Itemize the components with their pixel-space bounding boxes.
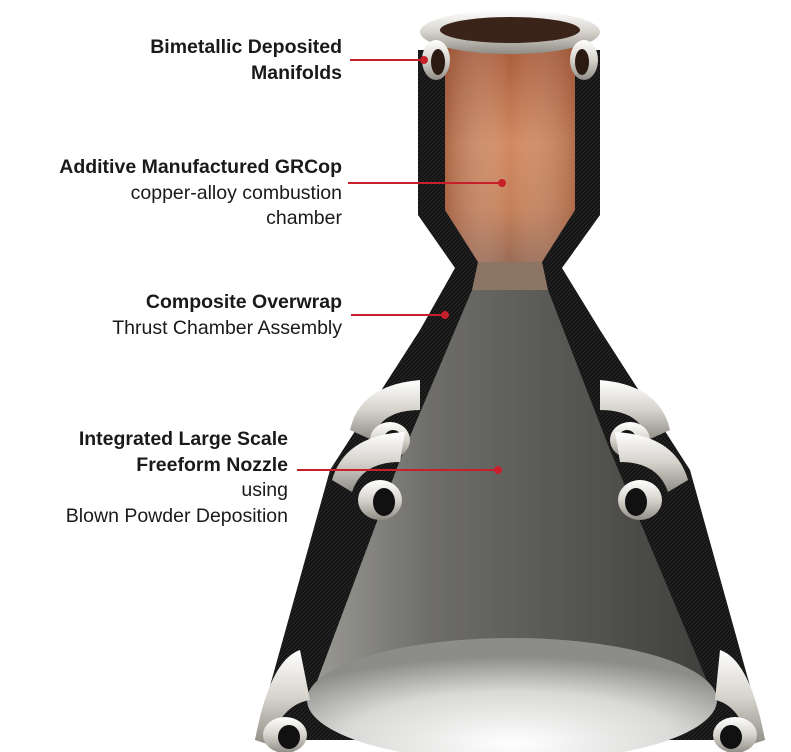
label-overwrap-title: Composite Overwrap bbox=[145, 291, 342, 313]
label-chamber: Additive Manufactured GRCop copper-alloy… bbox=[59, 155, 342, 232]
label-nozzle-sub-2: Blown Powder Deposition bbox=[65, 504, 288, 527]
label-manifolds: Bimetallic Deposited Manifolds bbox=[150, 35, 342, 86]
label-overwrap-sub: Thrust Chamber Assembly bbox=[112, 316, 342, 339]
freeform-nozzle bbox=[310, 290, 715, 700]
label-chamber-sub-1: copper-alloy combustion bbox=[130, 181, 342, 204]
leader-dot-manifolds bbox=[420, 56, 428, 64]
leader-dot-nozzle bbox=[494, 466, 502, 474]
label-chamber-title: Additive Manufactured GRCop bbox=[59, 156, 342, 178]
label-chamber-sub-2: chamber bbox=[266, 207, 342, 229]
label-nozzle: Integrated Large Scale Freeform Nozzle u… bbox=[66, 427, 288, 529]
label-nozzle-title-2: Freeform Nozzle bbox=[136, 453, 288, 476]
label-overwrap: Composite Overwrap Thrust Chamber Assemb… bbox=[112, 290, 342, 341]
label-nozzle-sub-1: using bbox=[241, 479, 288, 501]
manifold-top bbox=[420, 10, 600, 80]
manifold-exit bbox=[255, 650, 765, 752]
label-nozzle-title-1: Integrated Large Scale bbox=[78, 428, 288, 450]
label-manifolds-title-2: Manifolds bbox=[251, 61, 342, 84]
leader-dot-overwrap bbox=[441, 311, 449, 319]
nozzle-exit bbox=[307, 638, 717, 752]
label-manifolds-title-1: Bimetallic Deposited bbox=[150, 36, 342, 58]
manifold-nozzle-lower bbox=[332, 432, 688, 520]
leader-dot-chamber bbox=[498, 179, 506, 187]
